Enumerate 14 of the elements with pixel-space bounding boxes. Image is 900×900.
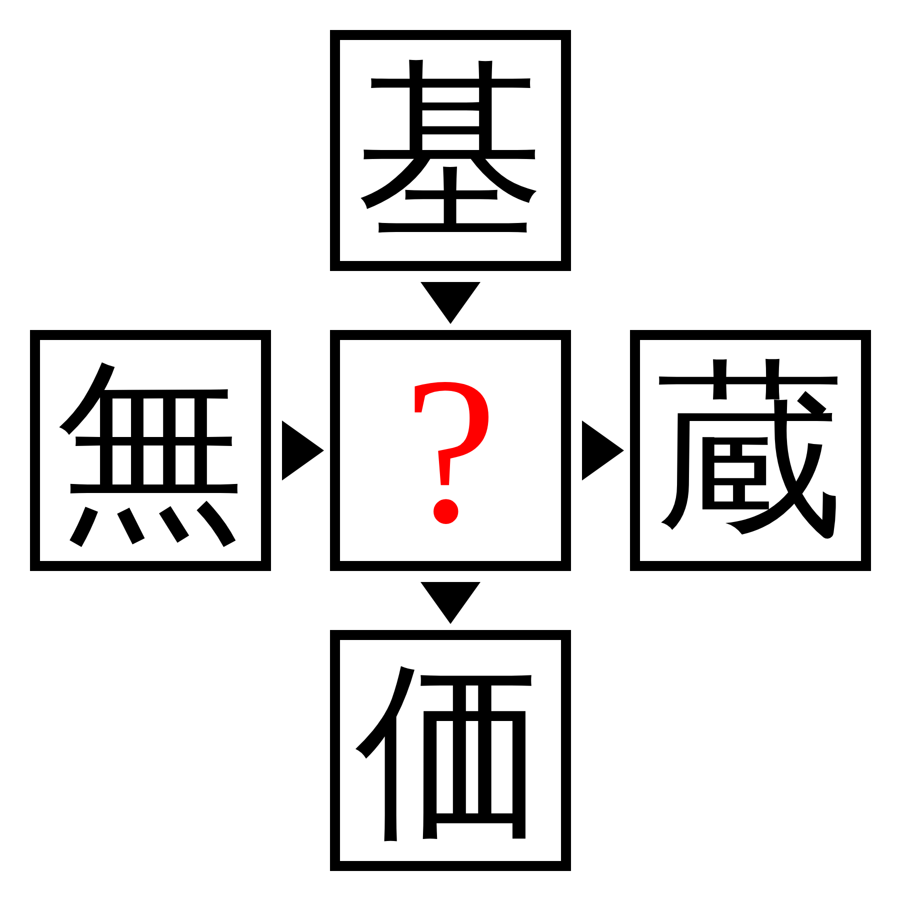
- character-box: [330, 330, 571, 571]
- arrow: [420, 282, 480, 324]
- arrow: [582, 420, 624, 480]
- kanji-character: 無: [56, 356, 246, 546]
- kanji-character: 蔵: [656, 356, 846, 546]
- character-box: [30, 330, 271, 571]
- character-box: [330, 30, 571, 271]
- question-mark: ?: [404, 346, 498, 556]
- kanji-character: 価: [356, 656, 546, 846]
- arrow: [282, 420, 324, 480]
- kanji-character: 基: [356, 56, 546, 246]
- character-box: [330, 630, 571, 871]
- arrow: [420, 582, 480, 624]
- character-box: [630, 330, 871, 571]
